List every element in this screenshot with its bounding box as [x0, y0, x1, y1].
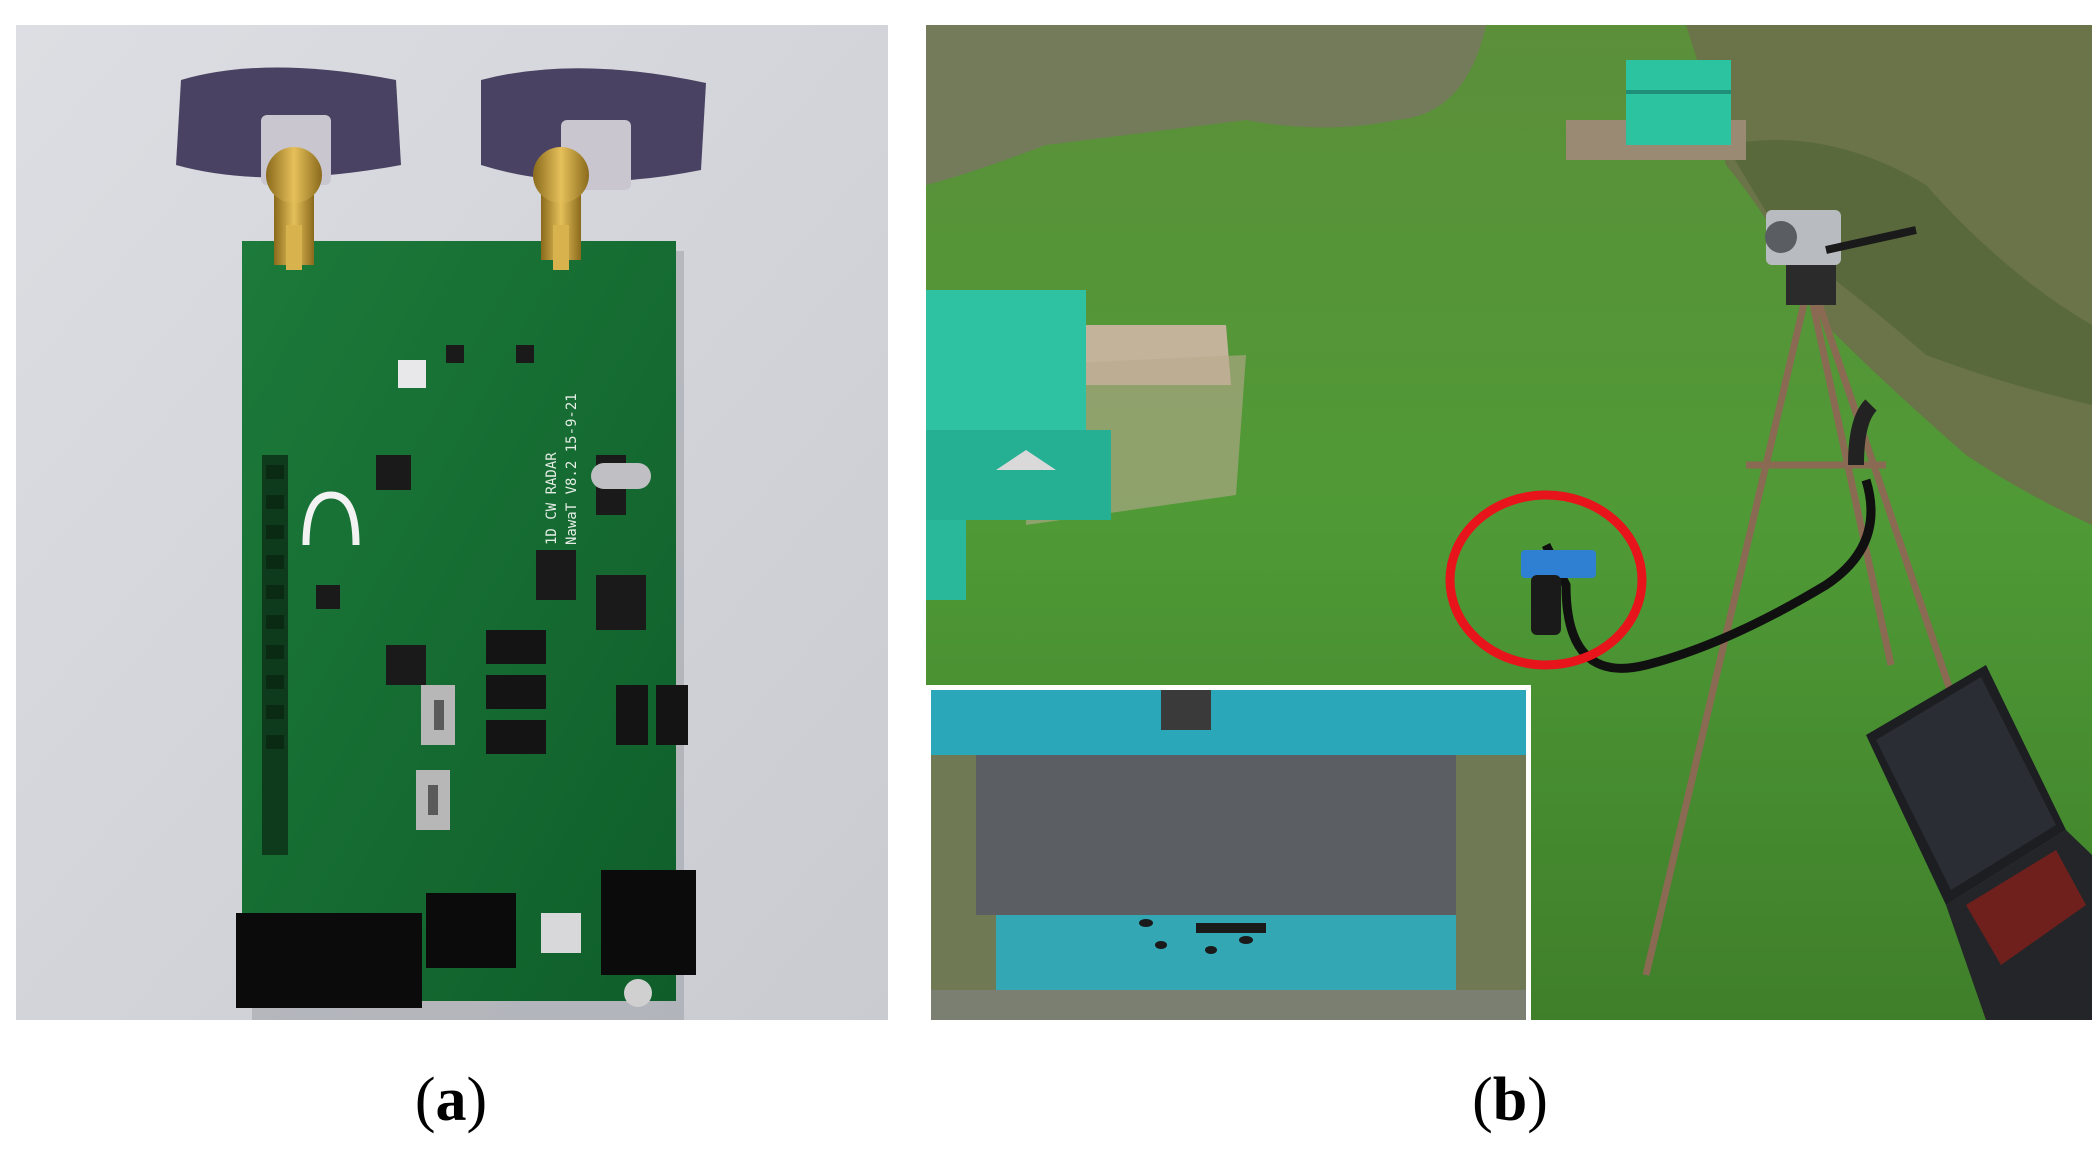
caption-b-open: ( — [1472, 1066, 1493, 1134]
caption-a-letter: a — [435, 1066, 467, 1134]
inset-hive-entrance — [926, 685, 1531, 1020]
field-illustration — [926, 25, 2092, 1020]
pcb-illustration: 1D CW RADAR NawaT V8.2 15-9-21 — [16, 25, 888, 1020]
caption-b: (b) — [1390, 1045, 1630, 1155]
caption-a-close: ) — [466, 1066, 488, 1134]
antenna-right — [481, 68, 706, 270]
panel-b-field-photo — [926, 25, 2092, 1020]
laptop — [1866, 665, 2092, 1020]
caption-a-open: ( — [414, 1066, 436, 1134]
panel-a-pcb-photo: 1D CW RADAR NawaT V8.2 15-9-21 — [16, 25, 888, 1020]
bottom-connectors — [236, 870, 696, 1008]
pcb-silkscreen-line-2: NawaT V8.2 15-9-21 — [564, 393, 580, 545]
distant-hive — [1566, 60, 1746, 160]
pcb-silkscreen-line-1: 1D CW RADAR — [544, 452, 560, 545]
caption-b-letter: b — [1492, 1066, 1528, 1134]
caption-b-close: ) — [1527, 1066, 1548, 1134]
highlight-circle — [1445, 490, 1647, 670]
caption-a: (a) — [336, 1045, 566, 1155]
sensor-cable — [1541, 478, 1876, 673]
antenna-left — [176, 67, 401, 270]
radar-sensor — [1521, 550, 1596, 578]
hive-left — [926, 290, 1246, 600]
